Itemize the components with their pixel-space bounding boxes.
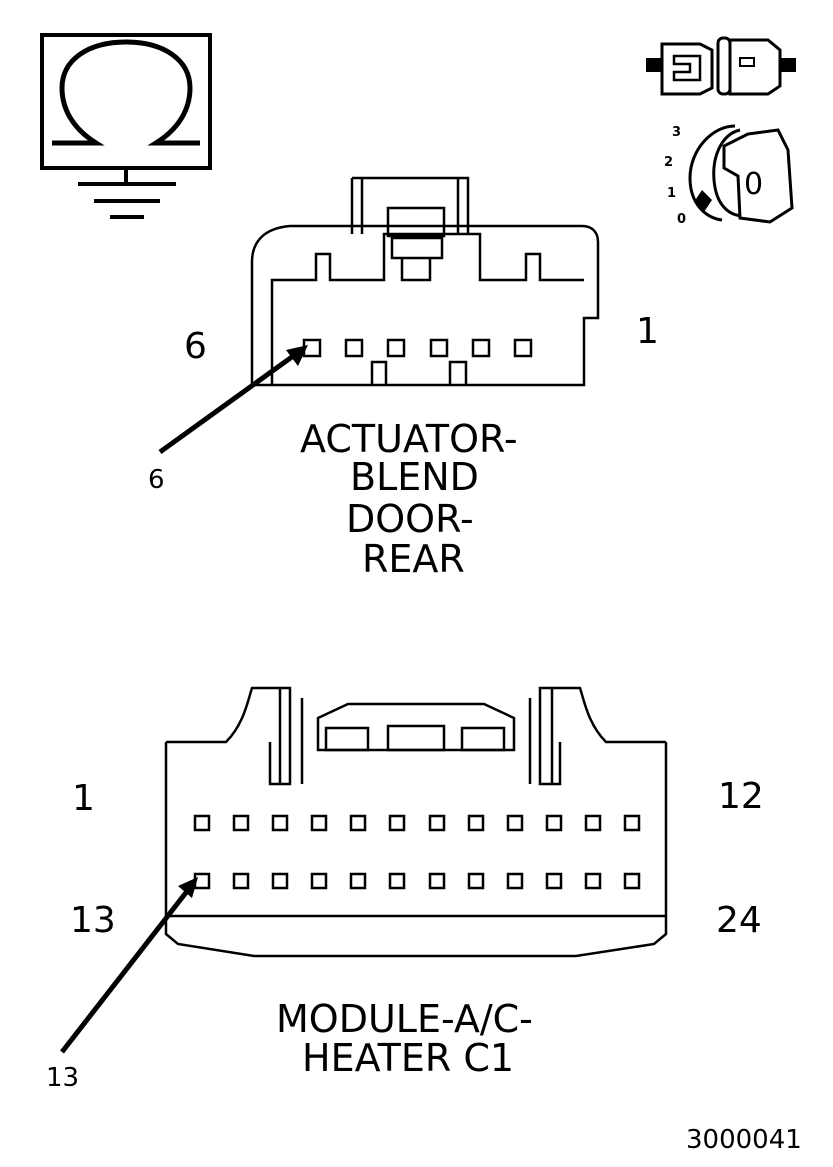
connector-2-arrow-label: 13 xyxy=(46,1063,79,1093)
connector-2-pin xyxy=(428,814,446,832)
connector-2-title: MODULE-A/C- HEATER C1 xyxy=(276,997,533,1080)
connector-2-pin xyxy=(232,814,250,832)
connector-1-right-pin-label: 1 xyxy=(636,311,659,352)
connector-1-title-line: DOOR- xyxy=(346,497,474,541)
ohm-ground-icon xyxy=(40,33,212,219)
connector-1-title: ACTUATOR- BLEND DOOR- REAR xyxy=(300,417,518,581)
connector-2-pin xyxy=(584,814,602,832)
connector-2-pin xyxy=(623,814,641,832)
connector-2-bottom-right-label: 24 xyxy=(716,900,762,941)
ignition-position-3: 3 xyxy=(672,125,681,140)
connector-1-pin xyxy=(471,338,491,358)
connector-2-pin xyxy=(467,872,485,890)
figure-id: 3000041 xyxy=(686,1125,802,1155)
connector-2-pins-row-1 xyxy=(193,814,641,832)
connector-2-pin xyxy=(623,872,641,890)
connector-2-drawing xyxy=(60,686,668,1054)
connector-1-title-line: ACTUATOR- xyxy=(300,417,518,461)
connector-2-pin xyxy=(349,814,367,832)
connector-2-pin xyxy=(545,814,563,832)
ignition-key-icon: 3 2 1 0 0 xyxy=(664,124,794,227)
disconnected-connector-icon xyxy=(646,36,796,96)
connector-2-pin xyxy=(271,872,289,890)
connector-1-pin xyxy=(344,338,364,358)
connector-2-pin xyxy=(310,814,328,832)
ignition-position-0: 0 xyxy=(677,212,686,227)
ignition-position-2: 2 xyxy=(664,155,673,170)
connector-1-pin xyxy=(513,338,533,358)
connector-2-title-line: HEATER C1 xyxy=(302,1036,514,1080)
connector-2-pin xyxy=(193,814,211,832)
connector-1-pin xyxy=(429,338,449,358)
connector-1-arrow xyxy=(158,351,298,455)
ignition-position-1: 1 xyxy=(667,186,676,201)
connector-2-pin xyxy=(193,872,211,890)
connector-2-pin xyxy=(349,872,367,890)
connector-2-pin xyxy=(428,872,446,890)
connector-2-pin xyxy=(506,872,524,890)
connector-1-drawing xyxy=(158,176,600,455)
ignition-key-label: 0 xyxy=(744,167,763,202)
connector-1-pins xyxy=(302,338,533,358)
connector-2-top-left-label: 1 xyxy=(72,778,95,819)
connector-2-arrow xyxy=(60,888,190,1054)
connector-1-title-line: BLEND xyxy=(350,455,479,499)
connector-2-pin xyxy=(506,814,524,832)
connector-1-title-line: REAR xyxy=(362,537,465,581)
connector-2-pin xyxy=(467,814,485,832)
connector-2-pin xyxy=(271,814,289,832)
connector-2-pin xyxy=(584,872,602,890)
connector-2-pin xyxy=(310,872,328,890)
connector-2-pin xyxy=(545,872,563,890)
connector-2-top-right-label: 12 xyxy=(718,776,764,817)
connector-2-pin xyxy=(388,872,406,890)
connector-2-title-line: MODULE-A/C- xyxy=(276,997,533,1041)
connector-2-pin xyxy=(388,814,406,832)
connector-2-pins-row-2 xyxy=(193,872,641,890)
connector-1-left-pin-label: 6 xyxy=(184,326,207,367)
connector-2-pin xyxy=(232,872,250,890)
connector-1-pin xyxy=(386,338,406,358)
connector-2-bottom-left-label: 13 xyxy=(70,900,116,941)
connector-1-arrow-label: 6 xyxy=(148,465,165,495)
